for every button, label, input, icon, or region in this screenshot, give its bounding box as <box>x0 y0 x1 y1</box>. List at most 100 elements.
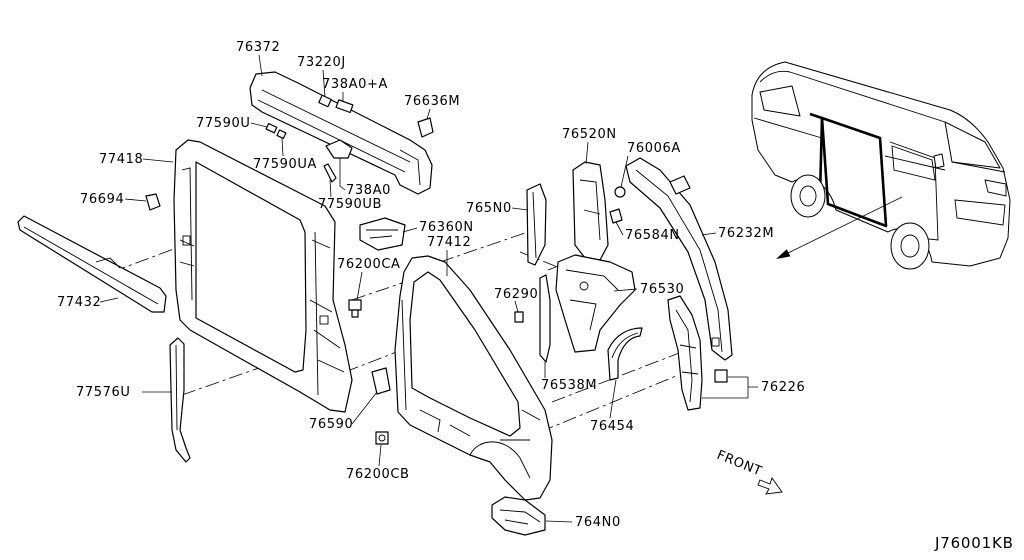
construction-line <box>351 281 406 301</box>
sill-rail-body <box>17 215 167 313</box>
construction-line <box>551 344 701 403</box>
part-number-label[interactable]: 76584N <box>625 228 680 243</box>
part-shape-77590U <box>265 122 278 134</box>
van-rear-window <box>759 85 801 117</box>
part-shape-738A0+A <box>335 99 354 114</box>
part-number-label[interactable]: 77590UB <box>318 197 382 212</box>
diagram-code: J76001KB <box>934 534 1014 552</box>
vehicle-illustration <box>751 61 1011 270</box>
rear-frame-opening <box>409 271 521 437</box>
side-frame-opening <box>195 161 307 373</box>
front-arrow-icon <box>757 477 783 495</box>
part-number-label[interactable]: 76694 <box>80 192 124 207</box>
part-number-label[interactable]: 76232M <box>718 226 774 241</box>
part-shape-76520N <box>572 161 609 261</box>
part-number-label[interactable]: 76006A <box>627 141 681 156</box>
rear-frame-wheel-arch <box>469 441 531 479</box>
part-shape-76232M <box>625 157 733 361</box>
rear-pillar-nut <box>714 369 728 383</box>
part-number-label[interactable]: 76372 <box>236 40 280 55</box>
bolt-shank <box>351 309 359 318</box>
leader-line <box>258 54 263 77</box>
leader-line <box>402 227 418 233</box>
part-number-label[interactable]: 77590U <box>196 116 250 131</box>
part-number-label[interactable]: 76530 <box>640 282 684 297</box>
part-number-label[interactable]: 76538M <box>541 378 597 393</box>
part-number-label[interactable]: 77432 <box>57 295 101 310</box>
frame-detail <box>309 239 345 373</box>
leader-line <box>511 207 529 211</box>
part-number-label[interactable]: 76636M <box>404 94 460 109</box>
rear-frame-detail <box>419 409 471 437</box>
part-number-label[interactable]: 764N0 <box>575 515 621 530</box>
part-shape-76538M <box>539 274 551 363</box>
bolt-head <box>348 299 362 311</box>
van-side-frame-highlight <box>820 116 888 228</box>
part-number-label[interactable]: 77576U <box>76 385 130 400</box>
front-direction-label: FRONT <box>715 448 765 480</box>
part-number-label[interactable]: 77590UA <box>253 157 317 172</box>
sill-rail-edge <box>23 226 159 305</box>
van-front-wheel <box>890 222 930 270</box>
leader-line <box>613 288 638 292</box>
rear-pillar-body <box>667 295 703 411</box>
part-shape-76584N <box>609 208 623 224</box>
part-shape-76372 <box>249 71 433 195</box>
part-number-label[interactable]: 73220J <box>297 55 346 70</box>
part-number-label[interactable]: 76226 <box>761 380 805 395</box>
leader-line <box>329 179 332 198</box>
leader-line <box>701 232 717 236</box>
part-number-label[interactable]: 765N0 <box>466 201 512 216</box>
part-number-label[interactable]: 77412 <box>427 235 471 250</box>
leader-line <box>620 155 629 188</box>
sill-rail-detail <box>95 257 121 269</box>
leader-line <box>351 391 378 425</box>
van-rear-wheel-hub <box>799 185 817 207</box>
frame-detail <box>314 231 319 396</box>
part-number-label[interactable]: 76520N <box>562 127 617 142</box>
pillar-strip-body <box>526 183 547 266</box>
part-shape-77590UB <box>323 163 337 183</box>
part-number-label[interactable]: 738A0+A <box>322 77 388 92</box>
part-number-label[interactable]: 738A0 <box>346 183 391 198</box>
part-number-label[interactable]: 76200CA <box>337 257 401 272</box>
leader-line <box>250 122 268 128</box>
rear-pillar-detail <box>675 309 699 403</box>
upper-rail-edge <box>261 89 411 163</box>
part-shape-765N0 <box>526 183 547 266</box>
van-front-wheel-hub <box>900 234 920 258</box>
long-strip-hole <box>711 337 720 347</box>
part-shape-76200CB <box>375 431 389 445</box>
part-shape-76006A <box>614 186 626 198</box>
lower-bracket-detail <box>499 509 541 525</box>
part-shape-77590UA <box>276 129 287 140</box>
part-number-label[interactable]: 76454 <box>590 419 634 434</box>
leader-line <box>615 221 624 236</box>
leader-line <box>142 158 174 163</box>
part-number-label[interactable]: 76590 <box>309 417 353 432</box>
part-number-label[interactable]: 76200CB <box>346 467 410 482</box>
construction-line <box>519 251 561 269</box>
part-shape-76226 <box>667 295 728 411</box>
view-direction-arrow <box>779 196 903 258</box>
part-shape-77412 <box>394 255 553 501</box>
part-number-label[interactable]: 76360N <box>419 220 474 235</box>
part-shape-77432 <box>17 215 167 313</box>
pillar-strip-edge <box>532 191 537 259</box>
long-strip-clip <box>669 175 691 195</box>
upper-rail-edge <box>257 99 406 173</box>
part-shape-738A0 <box>325 139 353 159</box>
part-shape-76360N <box>359 217 406 251</box>
part-shape-73220J <box>318 94 332 108</box>
van-windshield <box>944 121 1001 169</box>
part-number-label[interactable]: 76290 <box>494 287 538 302</box>
upper-rail-body <box>249 71 433 195</box>
bracket-detail <box>366 229 398 239</box>
part-number-label[interactable]: 77418 <box>99 152 143 167</box>
van-side-frame-highlight <box>809 112 824 197</box>
wheelhouse-arc <box>607 327 643 381</box>
leader-line <box>609 379 617 419</box>
long-strip-body <box>625 157 733 361</box>
van-rear-wheel <box>790 174 826 218</box>
